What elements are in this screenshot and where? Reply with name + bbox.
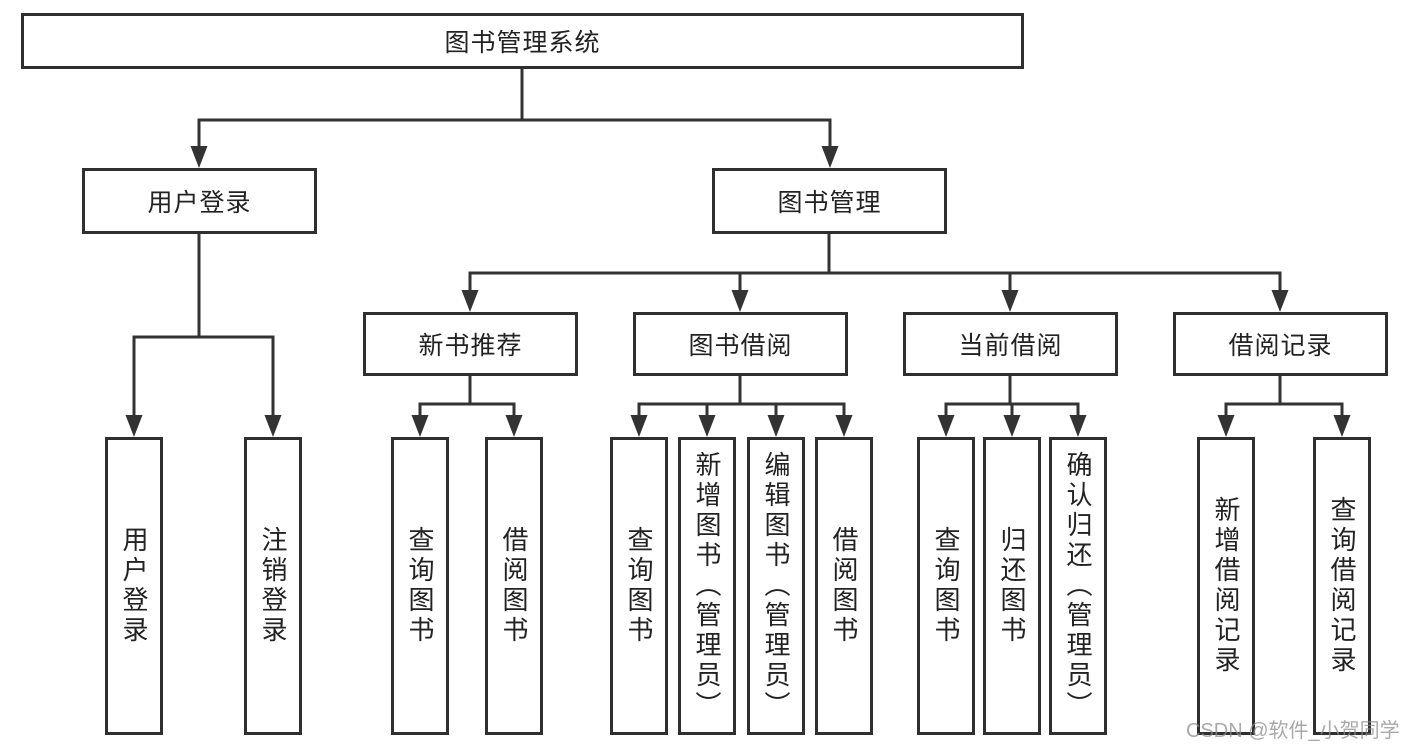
- leaf-add-borrow-record: 新增借阅记录: [1197, 437, 1255, 735]
- arrow-down-icon: [767, 415, 785, 437]
- arrow-down-icon: [411, 415, 429, 437]
- arrow-down-icon: [190, 146, 208, 168]
- node-label: 确认归还（管理员）: [1063, 451, 1093, 721]
- leaf-logout: 注销登录: [244, 437, 302, 735]
- node-book-borrowing: 图书借阅: [633, 312, 848, 376]
- node-label: 借阅记录: [1228, 332, 1333, 360]
- node-label: 归还图书: [997, 526, 1027, 646]
- arrow-down-icon: [1217, 415, 1235, 437]
- node-label: 查询图书: [931, 526, 961, 646]
- arrowheads: [125, 146, 1351, 437]
- leaf-query-books-current: 查询图书: [917, 437, 975, 735]
- leaf-add-book-admin: 新增图书（管理员）: [678, 437, 736, 735]
- leaf-borrow-books: 借阅图书: [815, 437, 873, 735]
- node-label: 查询图书: [624, 526, 654, 646]
- arrow-down-icon: [125, 415, 143, 437]
- node-user-login: 用户登录: [82, 168, 317, 234]
- node-label: 图书借阅: [688, 332, 793, 360]
- node-book-management: 图书管理: [712, 168, 947, 234]
- arrow-down-icon: [937, 415, 955, 437]
- node-borrowing-records: 借阅记录: [1173, 312, 1388, 376]
- arrow-down-icon: [1001, 290, 1019, 312]
- arrow-down-icon: [835, 415, 853, 437]
- node-label: 编辑图书（管理员）: [761, 451, 791, 721]
- leaf-borrow-books-recommend: 借阅图书: [485, 437, 543, 735]
- arrow-down-icon: [1333, 415, 1351, 437]
- leaf-edit-book-admin: 编辑图书（管理员）: [747, 437, 805, 735]
- arrow-down-icon: [1069, 415, 1087, 437]
- node-label: 查询借阅记录: [1327, 496, 1357, 676]
- node-label: 新增图书（管理员）: [692, 451, 722, 721]
- node-label: 图书管理系统: [444, 29, 601, 57]
- node-label: 借阅图书: [829, 526, 859, 646]
- node-label: 注销登录: [258, 526, 288, 646]
- node-label: 查询图书: [405, 526, 435, 646]
- node-new-book-recommendation: 新书推荐: [363, 312, 578, 376]
- node-label: 当前借阅: [958, 332, 1063, 360]
- arrow-down-icon: [264, 415, 282, 437]
- node-current-borrowing: 当前借阅: [903, 312, 1118, 376]
- csdn-watermark: CSDN @软件_小贺同学: [1186, 720, 1400, 742]
- leaf-query-books-recommend: 查询图书: [391, 437, 449, 735]
- arrow-down-icon: [731, 290, 749, 312]
- node-label: 图书管理: [777, 189, 882, 217]
- leaf-return-books: 归还图书: [983, 437, 1041, 735]
- node-label: 新书推荐: [418, 332, 523, 360]
- leaf-confirm-return-admin: 确认归还（管理员）: [1049, 437, 1107, 735]
- leaf-user-login: 用户登录: [105, 437, 163, 735]
- arrow-down-icon: [461, 290, 479, 312]
- leaf-query-borrow-record: 查询借阅记录: [1313, 437, 1371, 735]
- leaf-query-books-borrowing: 查询图书: [610, 437, 668, 735]
- node-label: 新增借阅记录: [1211, 496, 1241, 676]
- arrow-down-icon: [821, 146, 839, 168]
- arrow-down-icon: [698, 415, 716, 437]
- arrow-down-icon: [630, 415, 648, 437]
- node-label: 用户登录: [119, 526, 149, 646]
- node-library-management-system: 图书管理系统: [21, 13, 1024, 69]
- node-label: 用户登录: [147, 189, 252, 217]
- arrow-down-icon: [1271, 290, 1289, 312]
- node-label: 借阅图书: [499, 526, 529, 646]
- arrow-down-icon: [505, 415, 523, 437]
- arrow-down-icon: [1003, 415, 1021, 437]
